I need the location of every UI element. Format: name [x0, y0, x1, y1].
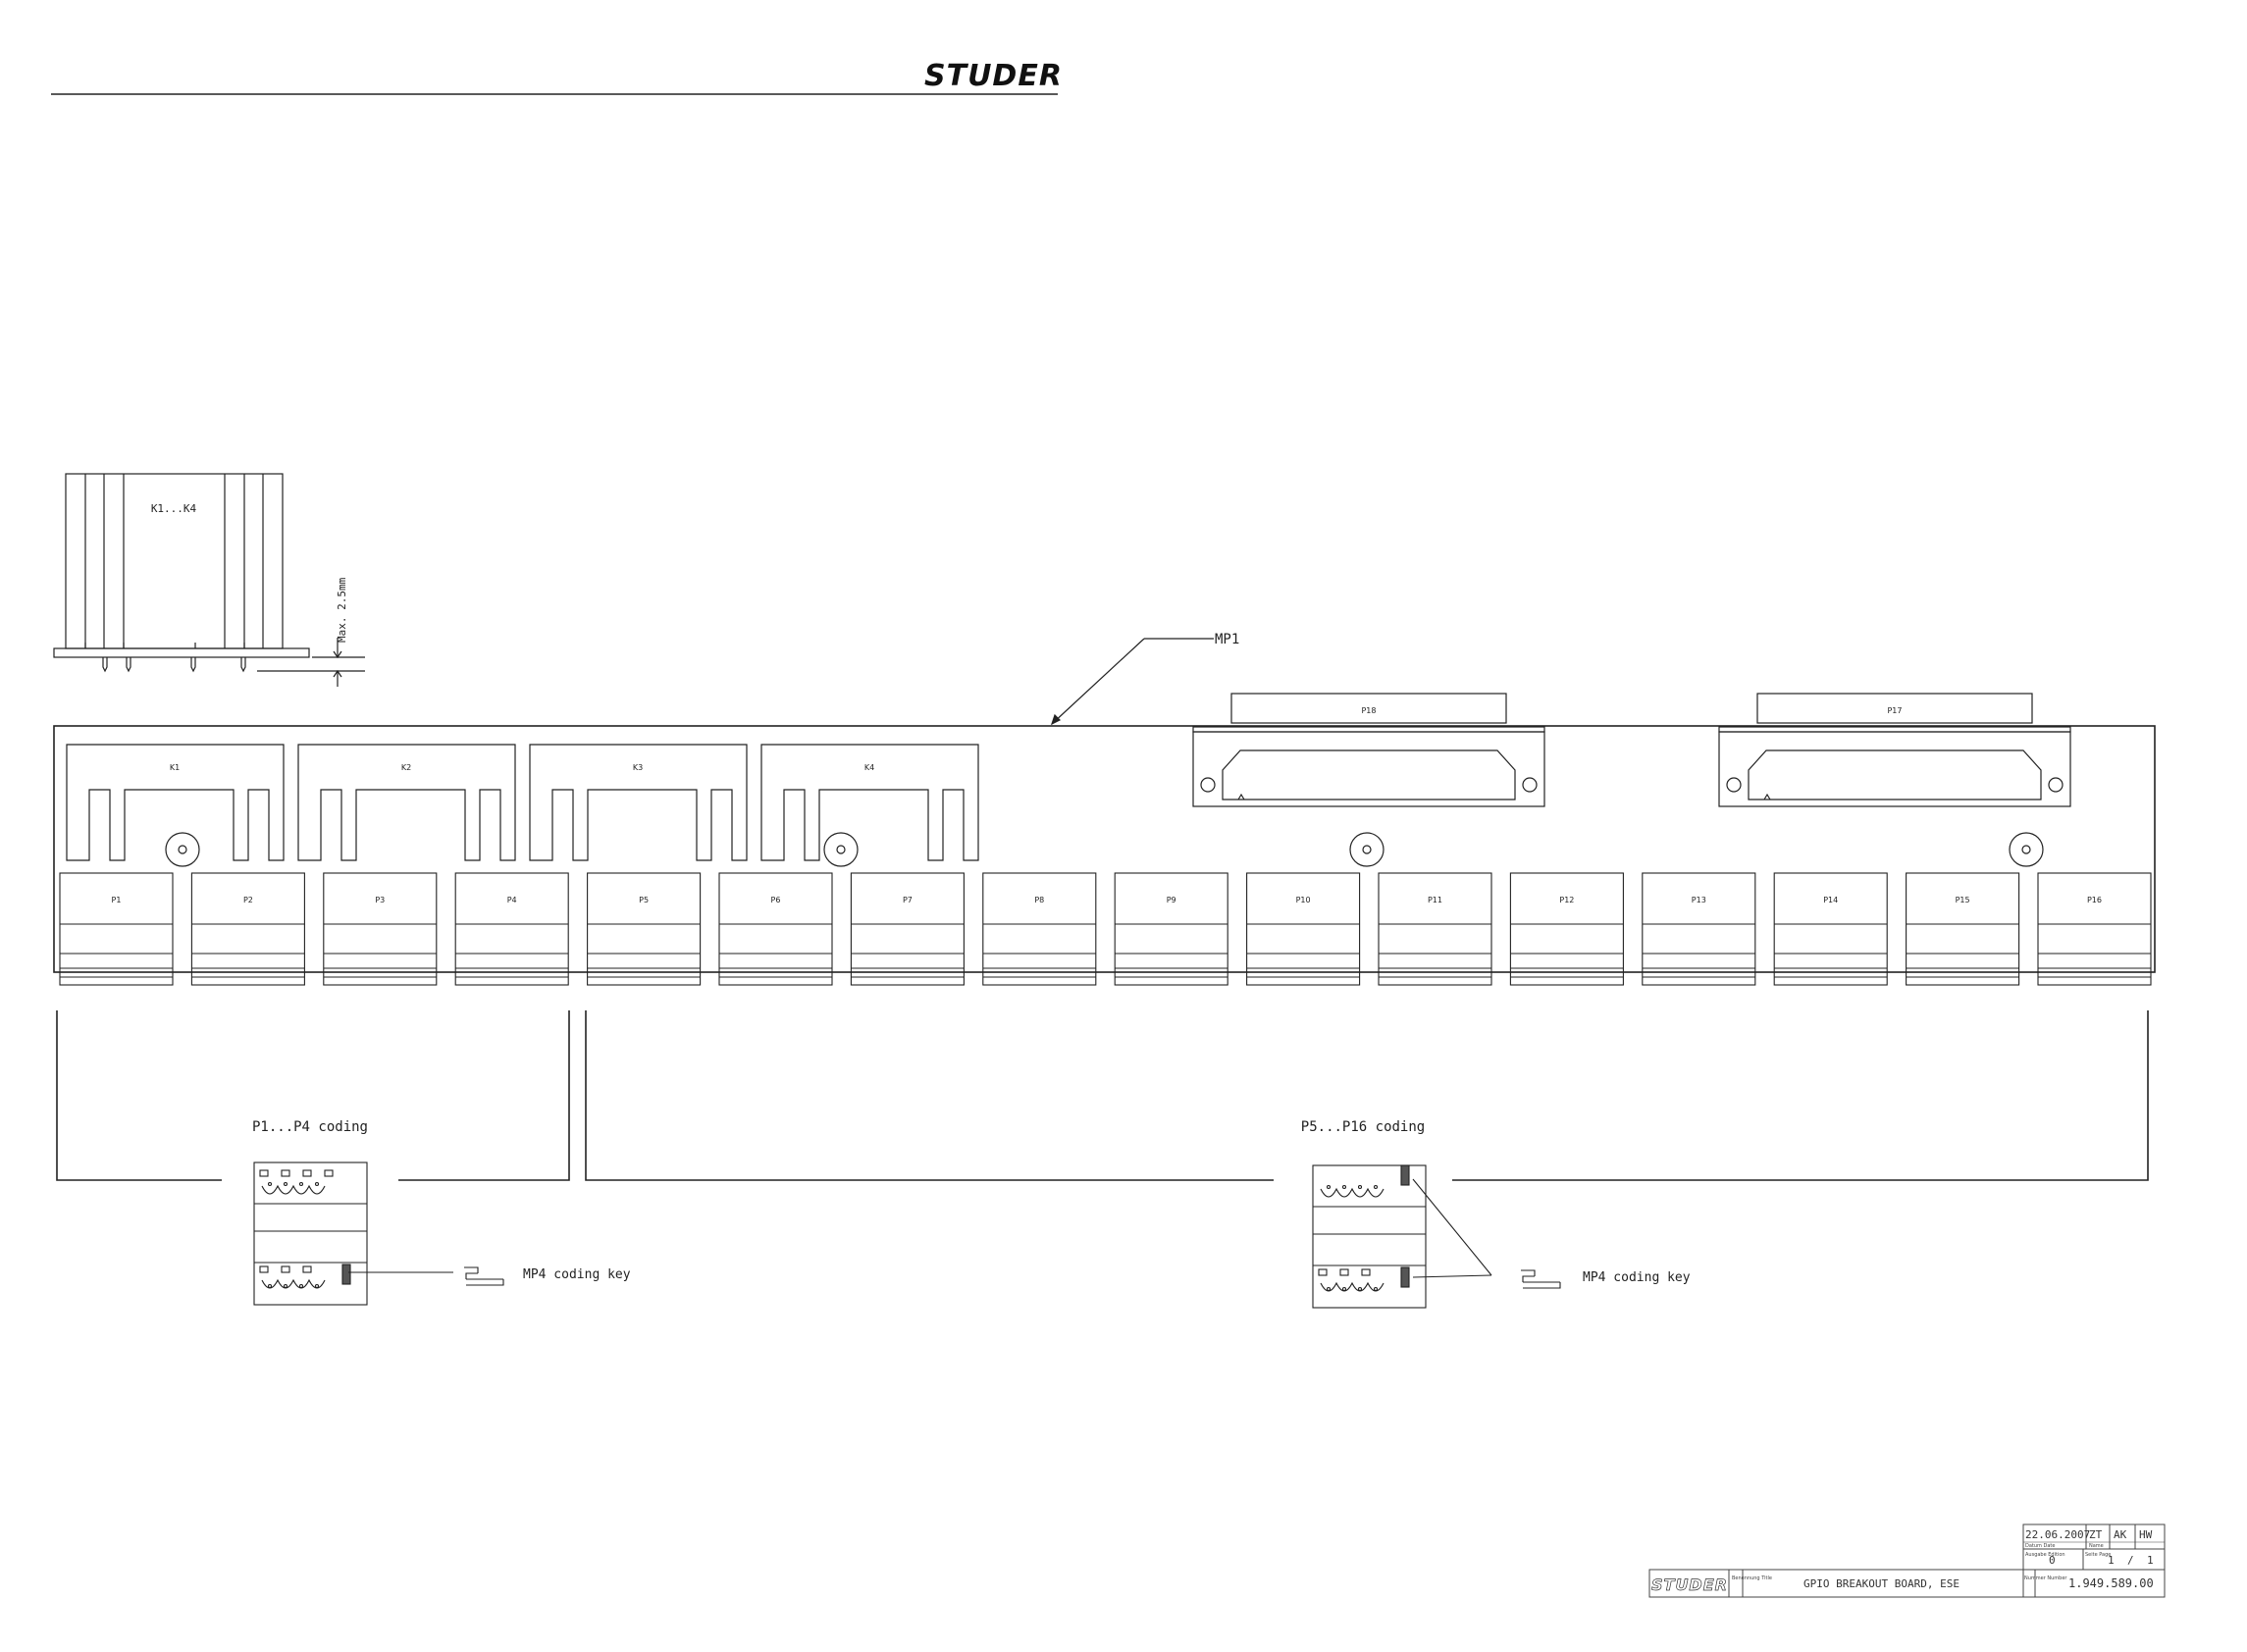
coding-group-b-title: P5...P16 coding	[1301, 1119, 1425, 1135]
terminal-connector-p1: P1	[59, 872, 174, 986]
title-block-approved: HW	[2139, 1528, 2153, 1541]
title-block-edition-caption: Ausgabe Edition	[2025, 1552, 2065, 1558]
title-block-brand-logo: STUDER	[1651, 1575, 1728, 1594]
title-block-page: 1	[2108, 1554, 2115, 1567]
relay-pins	[84, 643, 246, 673]
terminal-connector-label: P6	[771, 896, 781, 904]
title-block-pages: 1	[2147, 1554, 2154, 1567]
dsub-connector-p17: P17	[1718, 693, 2071, 807]
title-block-name-caption: Name	[2089, 1543, 2104, 1549]
terminal-connector-label: P2	[243, 896, 253, 904]
title-block-title-caption: Benennung Title	[1732, 1575, 1772, 1581]
terminal-connector-label: P4	[507, 896, 517, 904]
relay-footprints: K1 K2 K3 K4	[66, 744, 979, 861]
terminal-connector-p2: P2	[190, 872, 305, 986]
terminal-connector-label: P13	[1692, 896, 1706, 904]
terminal-connector-p14: P14	[1773, 872, 1888, 986]
title-block-drawn: ZT	[2089, 1528, 2103, 1541]
title-block-page-caption: Seite Page	[2085, 1552, 2111, 1558]
terminal-connector-p8: P8	[982, 872, 1097, 986]
terminal-connector-label: P14	[1823, 896, 1838, 904]
relay-detail-label: K1...K4	[151, 502, 197, 515]
terminal-connector-p13: P13	[1642, 872, 1756, 986]
relay-k1-label: K1	[170, 763, 180, 772]
title-block-title: GPIO BREAKOUT BOARD, ESE	[1803, 1577, 1960, 1590]
terminal-connector-row: P1 P2 P3 P4 P5 P6 P7 P8 P9 P10 P11 P12 P13 P14 P15 P16	[59, 872, 2152, 986]
coding-plug-b	[1312, 1164, 1427, 1309]
terminal-connector-label: P3	[375, 896, 385, 904]
mp1-leader	[1050, 638, 1214, 726]
terminal-connector-p11: P11	[1378, 872, 1492, 986]
title-block-drawing-number: 1.949.589.00	[2068, 1576, 2154, 1590]
coding-key-b-label: MP4 coding key	[1583, 1270, 1691, 1285]
relay-k2: K2	[297, 744, 516, 861]
terminal-connector-p4: P4	[454, 872, 569, 986]
relay-k3: K3	[529, 744, 748, 861]
terminal-connector-p10: P10	[1246, 872, 1361, 986]
terminal-connector-label: P15	[1956, 896, 1970, 904]
terminal-connector-p15: P15	[1906, 872, 2020, 986]
pcb-outline	[53, 725, 2156, 973]
title-block-page-separator: /	[2127, 1554, 2134, 1567]
coding-group-a-title: P1...P4 coding	[252, 1119, 368, 1135]
coding-key-a-leader	[348, 1266, 504, 1286]
terminal-connector-label: P10	[1296, 896, 1311, 904]
mounting-hole	[823, 832, 859, 867]
mounting-hole	[1349, 832, 1385, 867]
mounting-hole	[2009, 832, 2044, 867]
terminal-connector-p5: P5	[587, 872, 702, 986]
dimension-max-2-5mm: Max. 2.5mm	[336, 577, 348, 643]
coding-brackets	[56, 1010, 2149, 1181]
mounting-holes	[165, 832, 2044, 867]
relay-k4: K4	[760, 744, 979, 861]
mp1-label: MP1	[1215, 632, 1239, 647]
title-block-date: 22.06.2007	[2025, 1528, 2090, 1541]
relay-k1: K1	[66, 744, 285, 861]
terminal-connector-label: P16	[2087, 896, 2102, 904]
terminal-connector-p9: P9	[1114, 872, 1228, 986]
terminal-connector-p3: P3	[323, 872, 438, 986]
relay-k2-label: K2	[401, 763, 411, 772]
dsub-p17-label: P17	[1887, 706, 1902, 715]
title-block-date-caption: Datum Date	[2025, 1543, 2055, 1549]
terminal-connector-label: P9	[1167, 896, 1176, 904]
terminal-connector-label: P8	[1034, 896, 1044, 904]
relay-k3-label: K3	[633, 763, 643, 772]
terminal-connector-p16: P16	[2037, 872, 2152, 986]
dsub-p18-label: P18	[1361, 706, 1376, 715]
relay-k4-label: K4	[864, 763, 874, 772]
relay-side-view	[53, 473, 365, 687]
terminal-connector-p7: P7	[850, 872, 965, 986]
dsub-connector-p18: P18	[1192, 693, 1545, 807]
title-block-number-caption: Nummer Number	[2024, 1575, 2067, 1581]
terminal-connector-label: P1	[112, 896, 122, 904]
title-block	[1648, 1523, 2166, 1598]
mounting-hole	[165, 832, 200, 867]
title-block-edition: 0	[2049, 1554, 2056, 1567]
terminal-connector-p12: P12	[1509, 872, 1624, 986]
terminal-connector-label: P7	[903, 896, 913, 904]
header-brand-logo: STUDER	[924, 59, 1063, 93]
terminal-connector-label: P11	[1428, 896, 1442, 904]
coding-key-a-label: MP4 coding key	[523, 1267, 631, 1282]
coding-key-b-leader	[1412, 1178, 1561, 1289]
max-height-dimension	[257, 638, 365, 687]
terminal-connector-label: P5	[639, 896, 649, 904]
terminal-connector-p6: P6	[718, 872, 833, 986]
coding-plug-a	[253, 1162, 368, 1306]
terminal-connector-label: P12	[1559, 896, 1574, 904]
title-block-checked: AK	[2114, 1528, 2127, 1541]
